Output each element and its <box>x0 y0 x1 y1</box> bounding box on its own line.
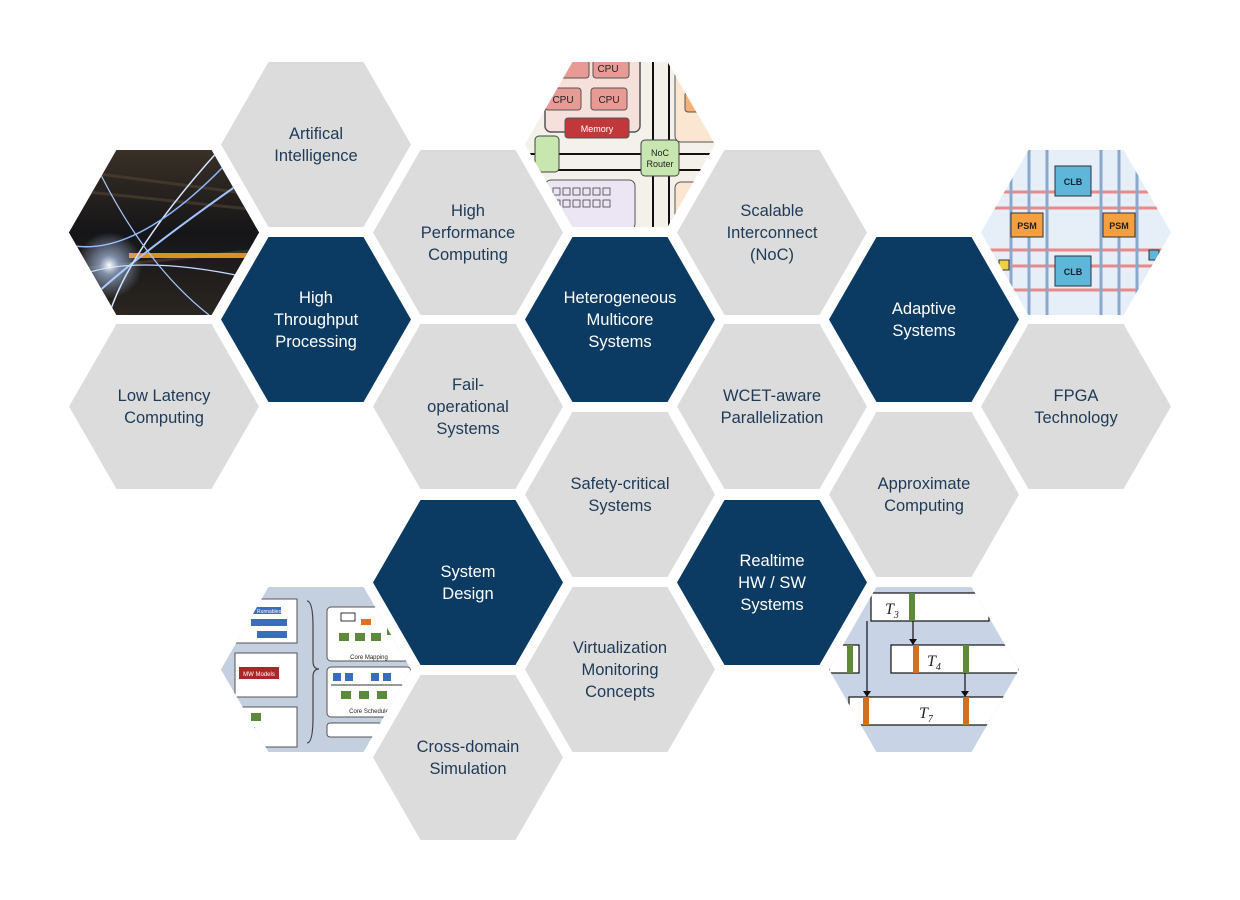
design-flow-diagram: Runnables MW Models Core Mapping <box>221 587 411 752</box>
hex-label: Approximate Computing <box>846 473 1003 517</box>
hex-label: WCET-aware Parallelization <box>689 385 856 429</box>
hex-artificial-intelligence: Artifical Intelligence <box>221 62 411 227</box>
hex-label: Artifical Intelligence <box>242 123 389 167</box>
hex-image-fpga: CLB CLB PSM PSM <box>981 150 1171 315</box>
hex-label: Realtime HW / SW Systems <box>706 550 838 616</box>
hex-label: Cross-domain Simulation <box>385 736 552 780</box>
hex-image-design-flow: Runnables MW Models Core Mapping <box>221 587 411 752</box>
hex-cross-domain-simulation: Cross-domain Simulation <box>373 675 563 840</box>
hex-scalable-interconnect: Scalable Interconnect (NoC) <box>677 150 867 315</box>
hex-fail-operational-systems: Fail- operational Systems <box>373 324 563 489</box>
hex-label: Scalable Interconnect (NoC) <box>695 200 850 266</box>
core-mapping-label: Core Mapping <box>350 655 388 661</box>
hex-high-throughput-processing: High Throughput Processing <box>221 237 411 402</box>
cpu-label: CPU <box>597 64 618 75</box>
hex-label: Adaptive Systems <box>860 298 988 342</box>
hex-label: Virtualization Monitoring Concepts <box>541 637 699 703</box>
hex-system-design: System Design <box>373 500 563 665</box>
hex-image-light-streaks <box>69 150 259 315</box>
hex-safety-critical-systems: Safety-critical Systems <box>525 412 715 577</box>
hex-label: Safety-critical Systems <box>538 473 701 517</box>
cpu-label: CPU <box>598 95 619 106</box>
memory-label: Memory <box>581 124 614 134</box>
fpga-fabric-diagram: CLB CLB PSM PSM <box>981 150 1171 315</box>
noc-router-label: NoC <box>651 148 670 158</box>
hex-label: High Throughput Processing <box>242 287 390 353</box>
mw-models-label: MW Models <box>243 672 275 678</box>
hex-label: Fail- operational Systems <box>395 374 541 440</box>
hex-image-timing-diagram: T3 T4 T7 <box>829 587 1019 752</box>
timing-diagram: T3 T4 T7 <box>829 587 1019 752</box>
hex-virtualization-monitoring: Virtualization Monitoring Concepts <box>525 587 715 752</box>
clb-label: CLB <box>1064 177 1083 187</box>
hex-image-multicore-noc: CPU CPU CPU Memory NoC Router <box>525 62 715 227</box>
hex-label: FPGA Technology <box>1002 385 1149 429</box>
hex-realtime-hw-sw-systems: Realtime HW / SW Systems <box>677 500 867 665</box>
hex-heterogeneous-multicore: Heterogeneous Multicore Systems <box>525 237 715 402</box>
hex-low-latency-computing: Low Latency Computing <box>69 324 259 489</box>
noc-router-label: Router <box>646 159 673 169</box>
runnables-label: Runnables <box>257 609 281 615</box>
hex-label: Heterogeneous Multicore Systems <box>532 287 709 353</box>
hex-adaptive-systems: Adaptive Systems <box>829 237 1019 402</box>
psm-label: PSM <box>1109 221 1129 231</box>
cpu-label: CPU <box>552 95 573 106</box>
clb-label: CLB <box>1064 267 1083 277</box>
multicore-noc-diagram: CPU CPU CPU Memory NoC Router <box>525 62 715 227</box>
core-schedule-label: Core Schedule <box>349 709 389 715</box>
light-streaks-photo <box>69 150 259 315</box>
hex-approximate-computing: Approximate Computing <box>829 412 1019 577</box>
hex-label: Low Latency Computing <box>86 385 243 429</box>
psm-label: PSM <box>1017 221 1037 231</box>
hex-fpga-technology: FPGA Technology <box>981 324 1171 489</box>
hex-wcet-aware-parallelization: WCET-aware Parallelization <box>677 324 867 489</box>
hex-high-performance-computing: High Performance Computing <box>373 150 563 315</box>
hex-label: System Design <box>408 561 527 605</box>
hex-label: High Performance Computing <box>389 200 547 266</box>
